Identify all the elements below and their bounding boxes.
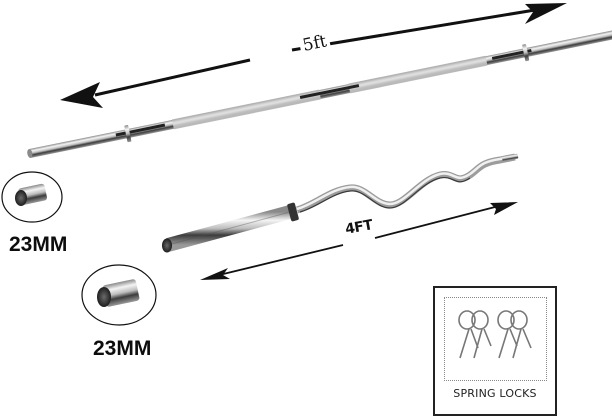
diameter-callout-1 [1, 171, 63, 223]
collar-right [522, 44, 530, 62]
bar-end-cap [162, 238, 172, 253]
dimension-arrow-5ft [60, 3, 567, 108]
diameter-label-1: 23MM [9, 233, 68, 256]
arrowhead-left-icon [200, 268, 230, 280]
arrowhead-left-icon [60, 82, 103, 108]
straight-barbell-rod [27, 30, 612, 158]
spring-locks-image-frame [444, 297, 547, 381]
arrowhead-right-icon [490, 202, 518, 215]
spring-lock-clips-icon [458, 310, 532, 359]
diameter-label-2: 23MM [93, 337, 152, 360]
arrowhead-right-icon [525, 3, 567, 24]
diameter-callout-2 [81, 264, 157, 326]
curl-collar [287, 202, 299, 222]
collar-left [124, 125, 132, 143]
curl-barbell-rod [162, 153, 519, 253]
dimension-arrow-4ft [200, 202, 518, 280]
spring-locks-panel: SPRING LOCKS [433, 286, 557, 416]
spring-locks-caption: SPRING LOCKS [453, 387, 537, 400]
